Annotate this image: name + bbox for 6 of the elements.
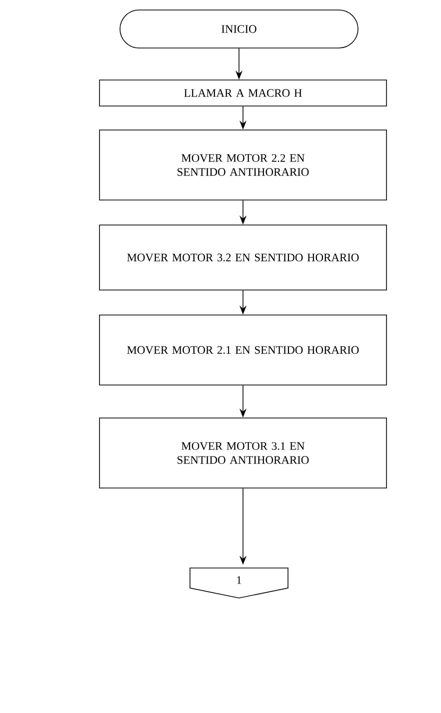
process-box: MOVER MOTOR 3.2 EN SENTIDO HORARIO — [99, 224, 387, 290]
process-box: MOVER MOTOR 2.1 EN SENTIDO HORARIO — [99, 314, 387, 386]
off-page-connector: 1 — [190, 568, 288, 598]
process-box: MOVER MOTOR 2.2 EN SENTIDO ANTIHORARIO — [99, 130, 387, 200]
process-box: LLAMAR A MACRO H — [99, 80, 387, 106]
process-box: MOVER MOTOR 3.1 EN SENTIDO ANTIHORARIO — [99, 418, 387, 488]
